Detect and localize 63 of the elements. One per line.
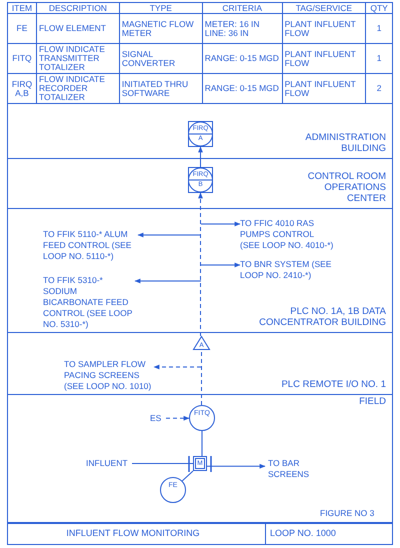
- table-cell: FITQ: [8, 44, 36, 74]
- loop-number: LOOP NO. 1000: [270, 528, 336, 538]
- table-cell: FE: [8, 14, 36, 44]
- table-cell: FLOW INDICATE TRANSMITTER TOTALIZER: [36, 44, 120, 74]
- zone-band: [7, 159, 393, 209]
- table-cell: PLANT INFLUENT FLOW: [282, 74, 366, 104]
- destination-note: INFLUENT: [86, 458, 132, 469]
- zone-label: CONTROL ROOM OPERATIONS CENTER: [306, 171, 386, 204]
- table-cell: 2: [366, 74, 392, 104]
- table-cell: RANGE: 0-15 MGD: [202, 44, 282, 74]
- destination-note: ES: [150, 413, 166, 424]
- destination-note: TO FFIK 5110-* ALUM FEED CONTROL (SEE LOOP NO. 5110-*): [43, 229, 138, 262]
- zone-band: [7, 103, 393, 159]
- arrow: [206, 464, 266, 469]
- signal-line: [201, 350, 202, 406]
- table-cell: INITIATED THRU SOFTWARE: [119, 74, 202, 104]
- arrow: [137, 232, 202, 238]
- signal-line: [198, 192, 203, 336]
- zone-band: [7, 209, 393, 333]
- zone-label: PLC NO. 1A, 1B DATA CONCENTRATOR BUILDING: [258, 306, 386, 328]
- arrow: [200, 262, 241, 268]
- table-cell: PLANT INFLUENT FLOW: [282, 14, 366, 44]
- shared-display-symbol: [188, 167, 213, 193]
- zone-label: FIELD: [358, 396, 386, 407]
- arrow: [198, 146, 203, 168]
- table-cell: 1: [366, 14, 392, 44]
- table-cell: FLOW ELEMENT: [36, 14, 120, 44]
- destination-note: TO BNR SYSTEM (SEE LOOP NO. 2410-*): [240, 259, 340, 281]
- zone-band: [7, 333, 393, 395]
- zone-band: [7, 395, 393, 523]
- magnetic-meter-symbol: [193, 456, 207, 471]
- signal-line: [153, 364, 202, 370]
- destination-note: TO FFIC 4010 RAS PUMPS CONTROL (SEE LOOP NO. 4010-*): [240, 218, 335, 251]
- zone-label: ADMINISTRATION BUILDING: [304, 132, 386, 154]
- column-header: DESCRIPTION: [36, 2, 120, 14]
- destination-note: TO SAMPLER FLOW PACING SCREENS (SEE LOOP NO. 1010): [64, 359, 154, 392]
- column-header: QTY: [366, 2, 392, 14]
- shared-display-symbol: [188, 121, 213, 147]
- table-cell: PLANT INFLUENT FLOW: [282, 44, 366, 74]
- table-cell: RANGE: 0-15 MGD: [202, 74, 282, 104]
- column-header: TAG/SERVICE: [282, 2, 366, 14]
- arrow: [134, 278, 202, 284]
- instrument-bubble: [189, 405, 215, 431]
- table-cell: MAGNETIC FLOW METER: [119, 14, 202, 44]
- column-header: CRITERIA: [202, 2, 282, 14]
- table-cell: 1: [366, 44, 392, 74]
- arrow: [200, 222, 241, 226]
- destination-note: TO FFIK 5310-* SODIUM BICARBONATE FEED CONTROL (SEE LOOP NO. 5310-*): [43, 275, 135, 330]
- destination-note: TO BAR SCREENS: [268, 458, 318, 480]
- table-cell: METER: 16 IN LINE: 36 IN: [202, 14, 282, 44]
- pipe-line: [132, 463, 194, 464]
- table-cell: FLOW INDICATE RECORDER TOTALIZER: [36, 74, 120, 104]
- column-header: ITEM: [8, 2, 36, 14]
- column-header: TYPE: [119, 2, 202, 14]
- signal-line: [166, 416, 190, 421]
- plc-io-symbol: [193, 336, 210, 350]
- drawing-title: INFLUENT FLOW MONITORING: [65, 528, 201, 538]
- table-cell: SIGNAL CONVERTER: [119, 44, 202, 74]
- zone-label: PLC REMOTE I/O NO. 1: [280, 379, 386, 390]
- pipe-line: [182, 470, 194, 482]
- figure-number: FIGURE NO 3: [320, 508, 374, 518]
- table-cell: FIRQ A,B: [8, 74, 36, 104]
- instrument-bubble: [160, 477, 186, 503]
